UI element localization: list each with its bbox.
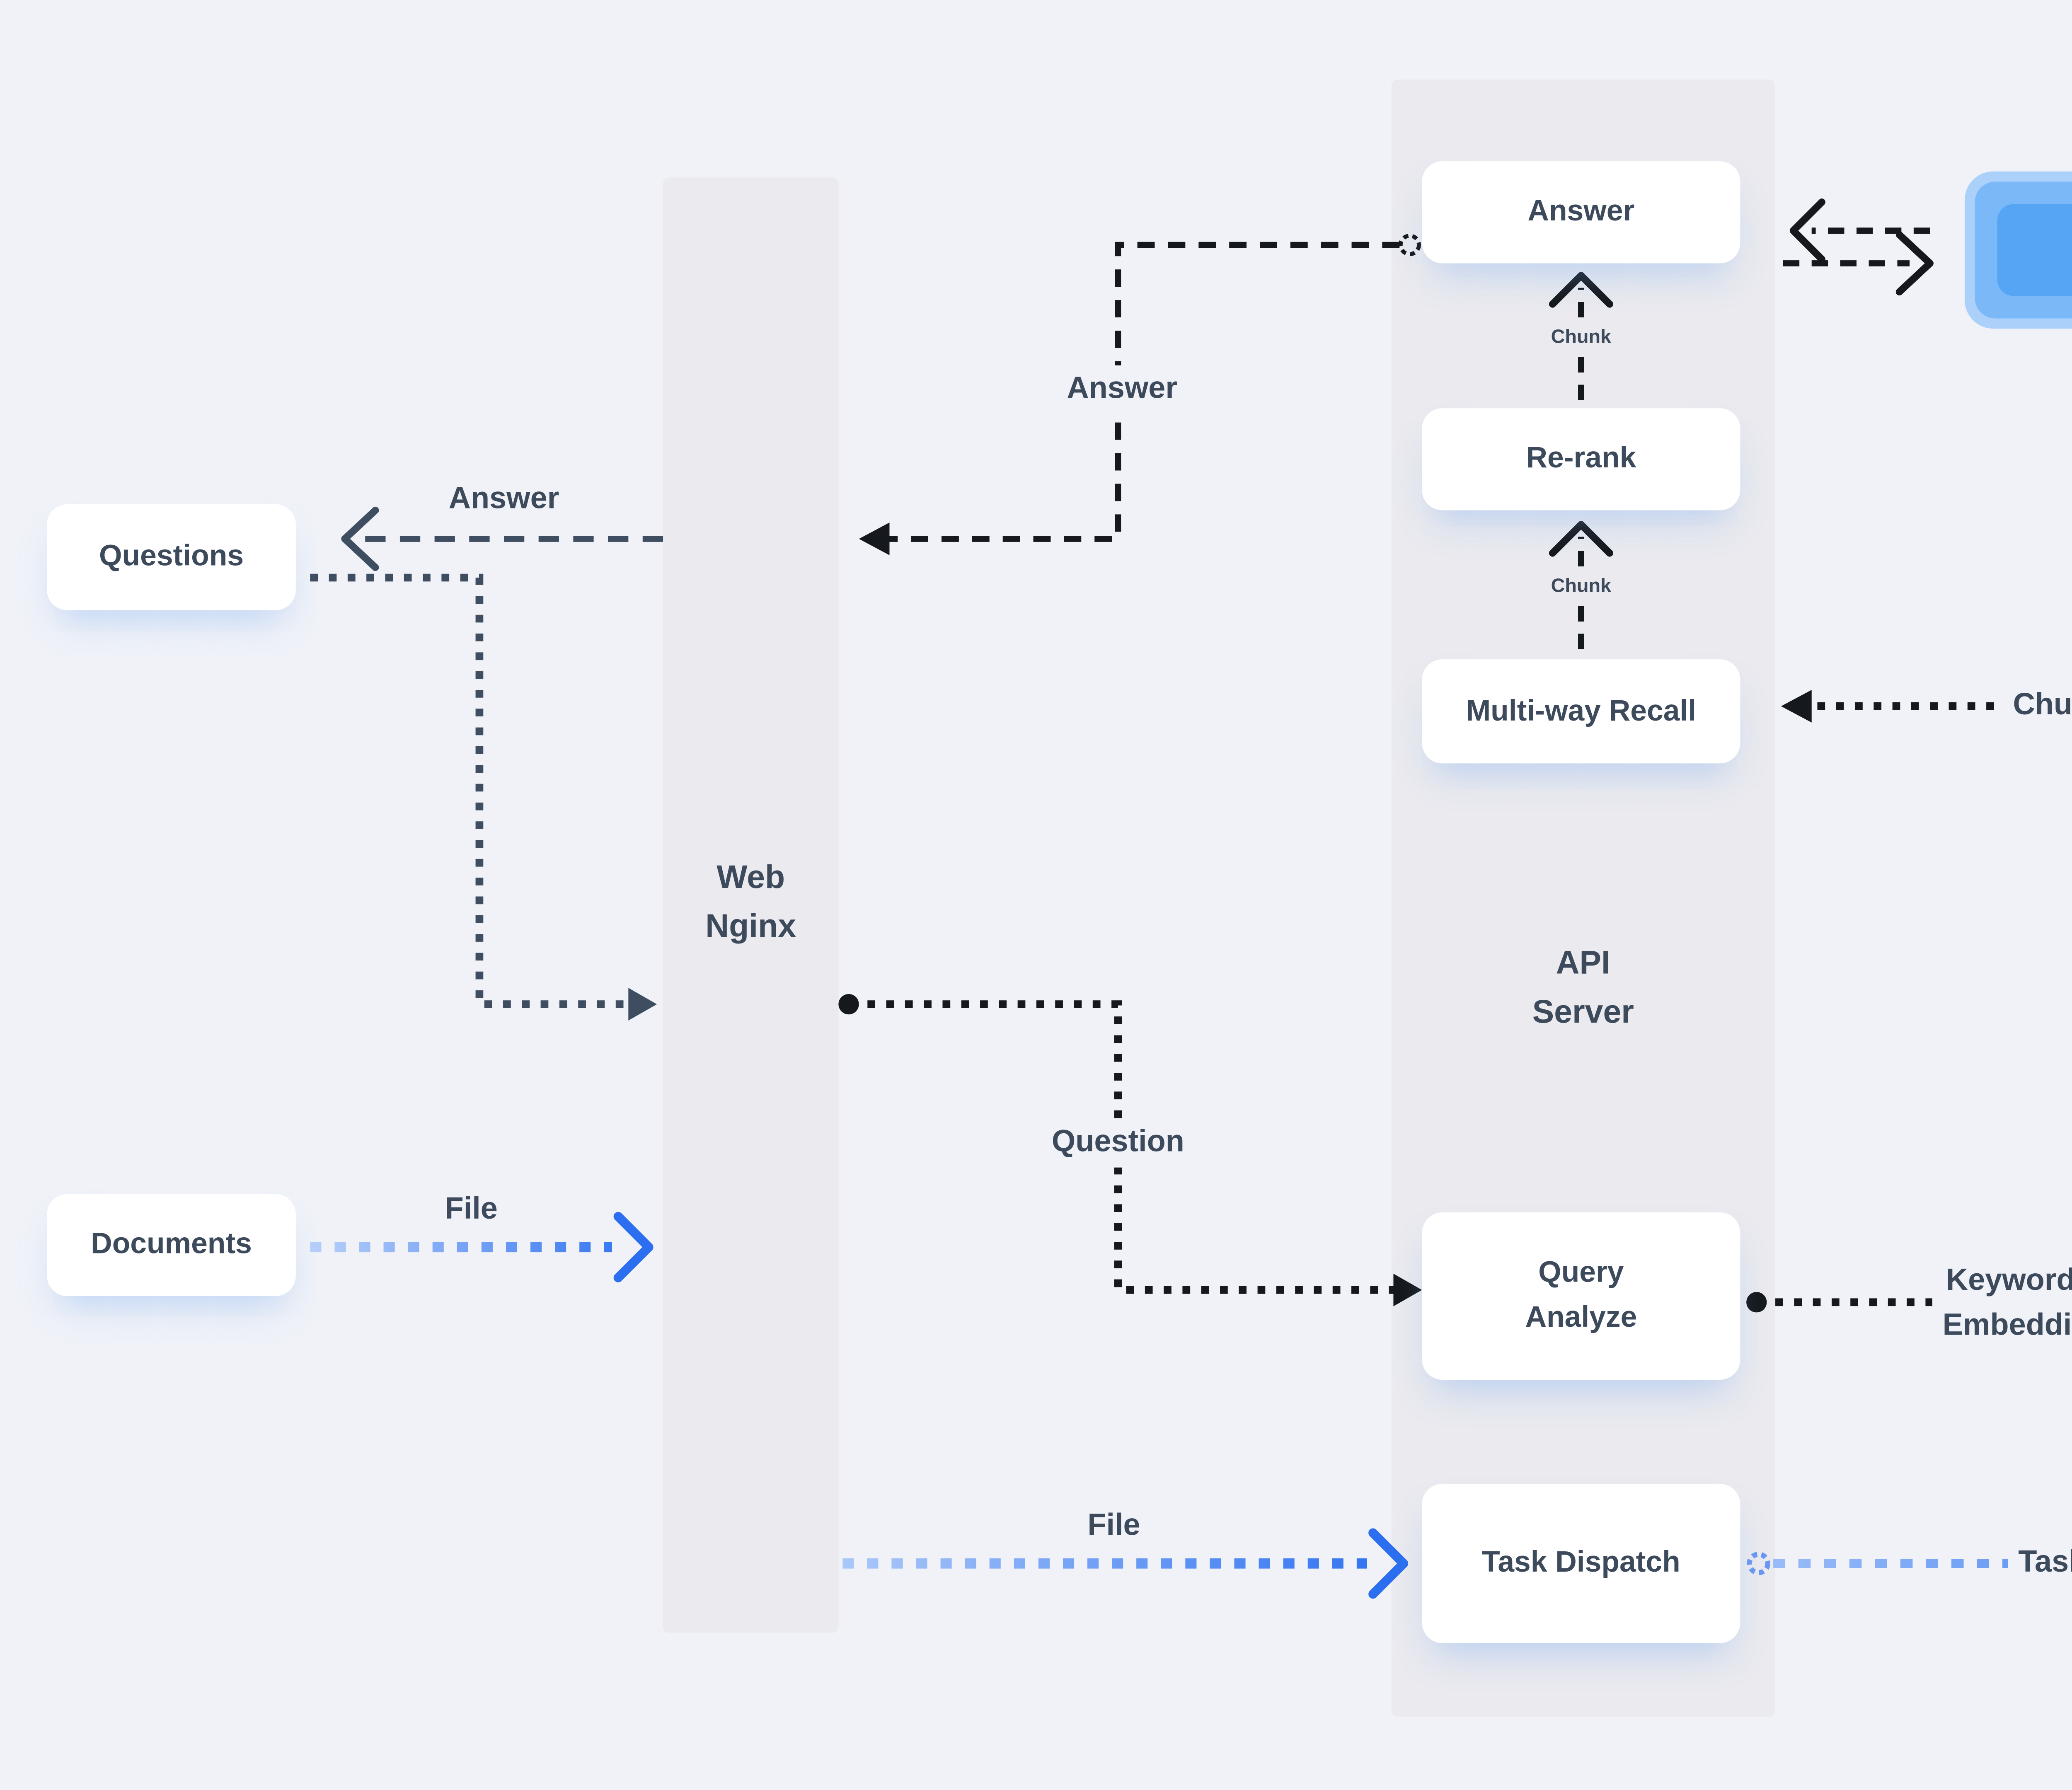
file-documents-label: File	[445, 1192, 498, 1227]
file-nginx-label: File	[1077, 1502, 1151, 1551]
answer-to-llms-arrow	[1783, 231, 1934, 296]
api-server-title: API Server	[1532, 947, 1634, 1031]
questions-to-nginx-arrow	[310, 573, 657, 1021]
llms-label: LLMs	[1997, 204, 2072, 296]
documents-node: Documents	[47, 1194, 296, 1297]
chunk-recall-rerank-label: Chunk	[1544, 573, 1617, 602]
task-dispatch-node: Task Dispatch	[1422, 1484, 1740, 1643]
question-label: Question	[1041, 1118, 1195, 1168]
web-nginx-title: Web Nginx	[705, 861, 796, 945]
questions-node: Questions	[47, 504, 296, 610]
multiway-recall-node: Multi-way Recall	[1422, 659, 1740, 764]
llms-mid-layer: LLMs	[1975, 181, 2072, 319]
query-analyze-node: Query Analyze	[1422, 1212, 1740, 1380]
answer-to-questions-label: Answer	[448, 481, 559, 517]
keyword-embedding-label: Keyword & Embedding	[1932, 1257, 2072, 1352]
llms-to-answer-arrow	[1789, 198, 1930, 263]
tasks-label: Tasks	[2008, 1539, 2072, 1588]
answer-node: Answer	[1422, 161, 1740, 264]
llms-node: LLMs	[1964, 171, 2072, 329]
answer-to-nginx-label: Answer	[1056, 365, 1188, 414]
web-nginx-panel	[663, 177, 839, 1633]
chunk-rerank-answer-label: Chunk	[1544, 324, 1617, 353]
rerank-node: Re-rank	[1422, 408, 1740, 510]
chunk-db-recall-label: Chunk	[2002, 682, 2072, 731]
